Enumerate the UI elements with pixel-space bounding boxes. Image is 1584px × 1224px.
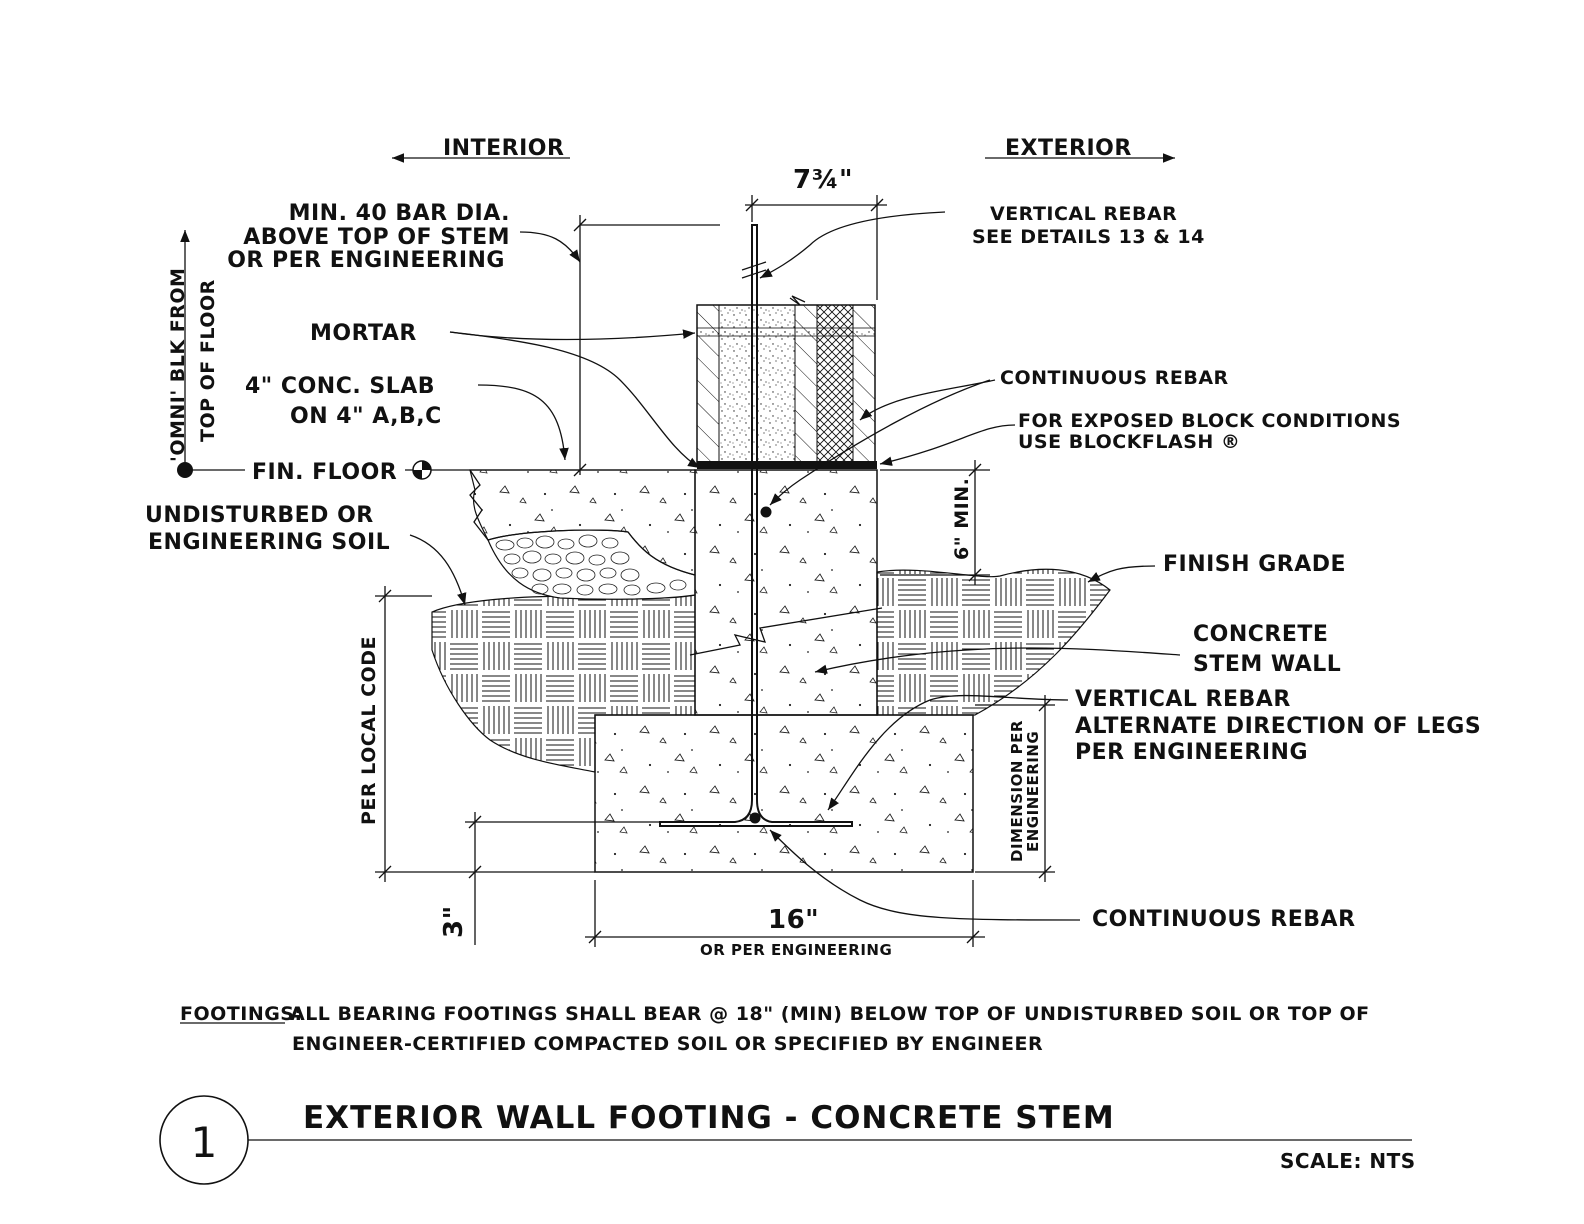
dim-40-bar	[573, 215, 720, 477]
label-dim-top: 7¾"	[793, 165, 853, 195]
detail-scale: SCALE: NTS	[1280, 1149, 1416, 1173]
concrete-footing	[594, 714, 974, 873]
footings-line-1: ALL BEARING FOOTINGS SHALL BEAR @ 18" (M…	[290, 1003, 1370, 1025]
label-min-40-bar-2: ABOVE TOP OF STEM	[243, 225, 510, 250]
vertical-rebar	[659, 224, 853, 827]
label-vertical-rebar-top-1: VERTICAL REBAR	[990, 203, 1177, 225]
label-concrete-stem-wall-1: CONCRETE	[1193, 622, 1328, 647]
break-line	[689, 607, 883, 656]
label-vertical-rebar-top-2: SEE DETAILS 13 & 14	[972, 226, 1205, 248]
label-min-40-bar-3: OR PER ENGINEERING	[227, 248, 505, 273]
label-mortar: MORTAR	[310, 321, 417, 346]
label-fin-floor: FIN. FLOOR	[252, 460, 397, 485]
label-undisturbed-soil-2: ENGINEERING SOIL	[148, 530, 390, 555]
label-dim-per-engineering-2: ENGINEERING	[1024, 731, 1042, 852]
label-continuous-rebar-bottom: CONTINUOUS REBAR	[1092, 907, 1356, 932]
soil-region-right	[876, 568, 1111, 716]
label-continuous-rebar-top: CONTINUOUS REBAR	[1000, 367, 1229, 389]
label-dim-per-engineering-1: DIMENSION PER	[1008, 720, 1026, 862]
footings-line-2: ENGINEER-CERTIFIED COMPACTED SOIL OR SPE…	[292, 1033, 1043, 1055]
label-undisturbed-soil-1: UNDISTURBED OR	[145, 503, 374, 528]
label-exterior: EXTERIOR	[1005, 136, 1132, 161]
label-three-inch: 3"	[439, 905, 469, 938]
annotation-labels: INTERIOR EXTERIOR 7¾" MIN. 40 BAR DIA. A…	[145, 136, 1481, 959]
label-six-min: 6" MIN.	[951, 478, 973, 560]
masonry-block	[696, 295, 877, 469]
concrete-stem-wall	[694, 469, 878, 716]
label-per-local-code: PER LOCAL CODE	[358, 636, 380, 825]
footings-label: FOOTINGS:	[180, 1003, 303, 1025]
gravel-base	[487, 529, 696, 600]
label-omni-blk-2: TOP OF FLOOR	[197, 279, 219, 442]
label-interior: INTERIOR	[443, 136, 564, 161]
dim-6-min	[880, 460, 990, 585]
concrete-slab	[469, 469, 696, 576]
detail-title: EXTERIOR WALL FOOTING - CONCRETE STEM	[303, 1100, 1115, 1136]
label-exposed-block-2: USE BLOCKFLASH ®	[1018, 431, 1240, 453]
footings-note: FOOTINGS: ALL BEARING FOOTINGS SHALL BEA…	[180, 1003, 1370, 1055]
title-block: 1 EXTERIOR WALL FOOTING - CONCRETE STEM …	[159, 1095, 1416, 1185]
label-conc-slab-2: ON 4" A,B,C	[290, 404, 442, 429]
dim-block-width	[745, 195, 887, 300]
continuous-rebar-upper	[760, 506, 772, 518]
label-exposed-block-1: FOR EXPOSED BLOCK CONDITIONS	[1018, 410, 1401, 432]
label-min-40-bar-1: MIN. 40 BAR DIA.	[289, 201, 510, 226]
continuous-rebar-lower	[749, 812, 761, 824]
label-finish-grade: FINISH GRADE	[1163, 552, 1346, 577]
label-vertical-rebar-alt-1: VERTICAL REBAR	[1075, 687, 1291, 712]
dim-16-inch	[585, 880, 985, 947]
leader-lines	[409, 211, 1181, 921]
dim-per-local-code	[375, 586, 595, 882]
label-conc-slab-1: 4" CONC. SLAB	[245, 374, 435, 399]
dim-3-inch	[465, 812, 660, 945]
label-vertical-rebar-alt-3: PER ENGINEERING	[1075, 740, 1308, 765]
label-omni-blk-1: 'OMNI' BLK FROM	[167, 268, 189, 462]
label-concrete-stem-wall-2: STEM WALL	[1193, 652, 1341, 677]
label-sixteen-inch: 16"	[768, 905, 819, 935]
detail-number: 1	[191, 1118, 218, 1167]
dim-footing-depth	[975, 695, 1055, 882]
label-or-per-engineering: OR PER ENGINEERING	[700, 941, 892, 959]
fin-floor-symbol	[412, 460, 432, 480]
label-vertical-rebar-alt-2: ALTERNATE DIRECTION OF LEGS	[1075, 714, 1481, 739]
